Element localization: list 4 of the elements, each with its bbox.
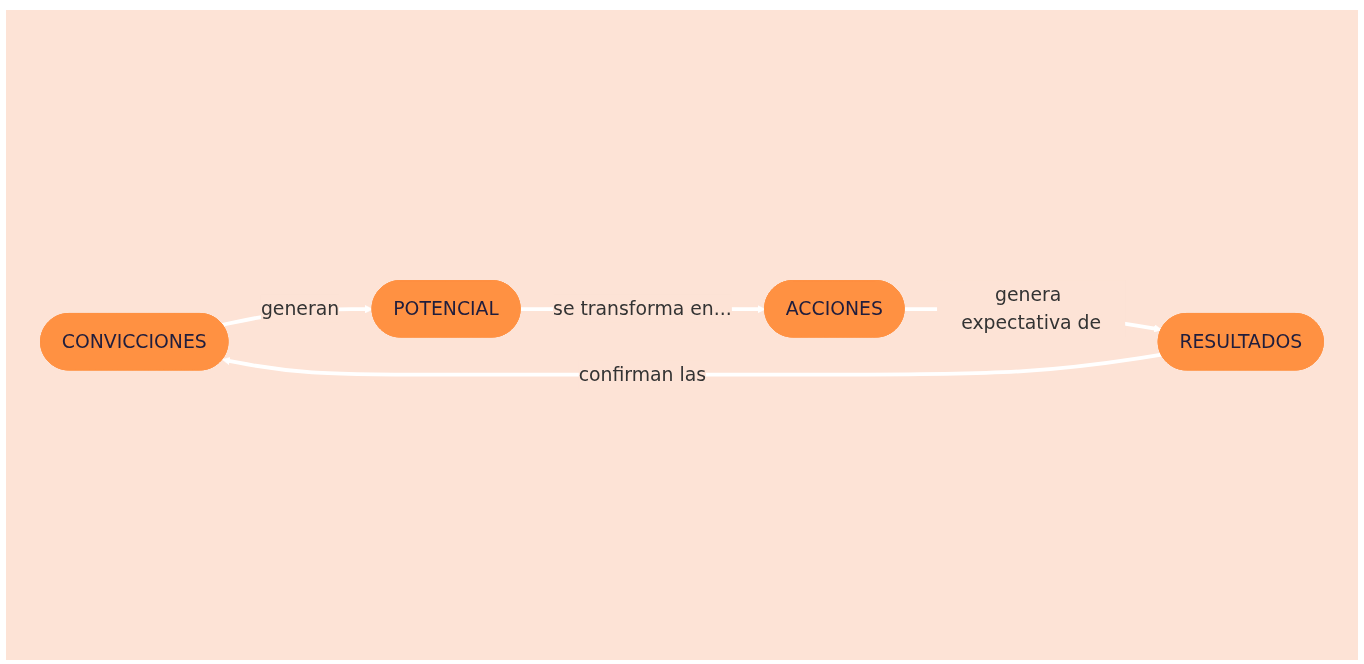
- edge-label: confirman las: [578, 363, 707, 387]
- edge-label: se transforma en...: [553, 297, 732, 321]
- edge-label: genera expectativa de: [961, 283, 1102, 335]
- edge-label: generan: [260, 297, 340, 321]
